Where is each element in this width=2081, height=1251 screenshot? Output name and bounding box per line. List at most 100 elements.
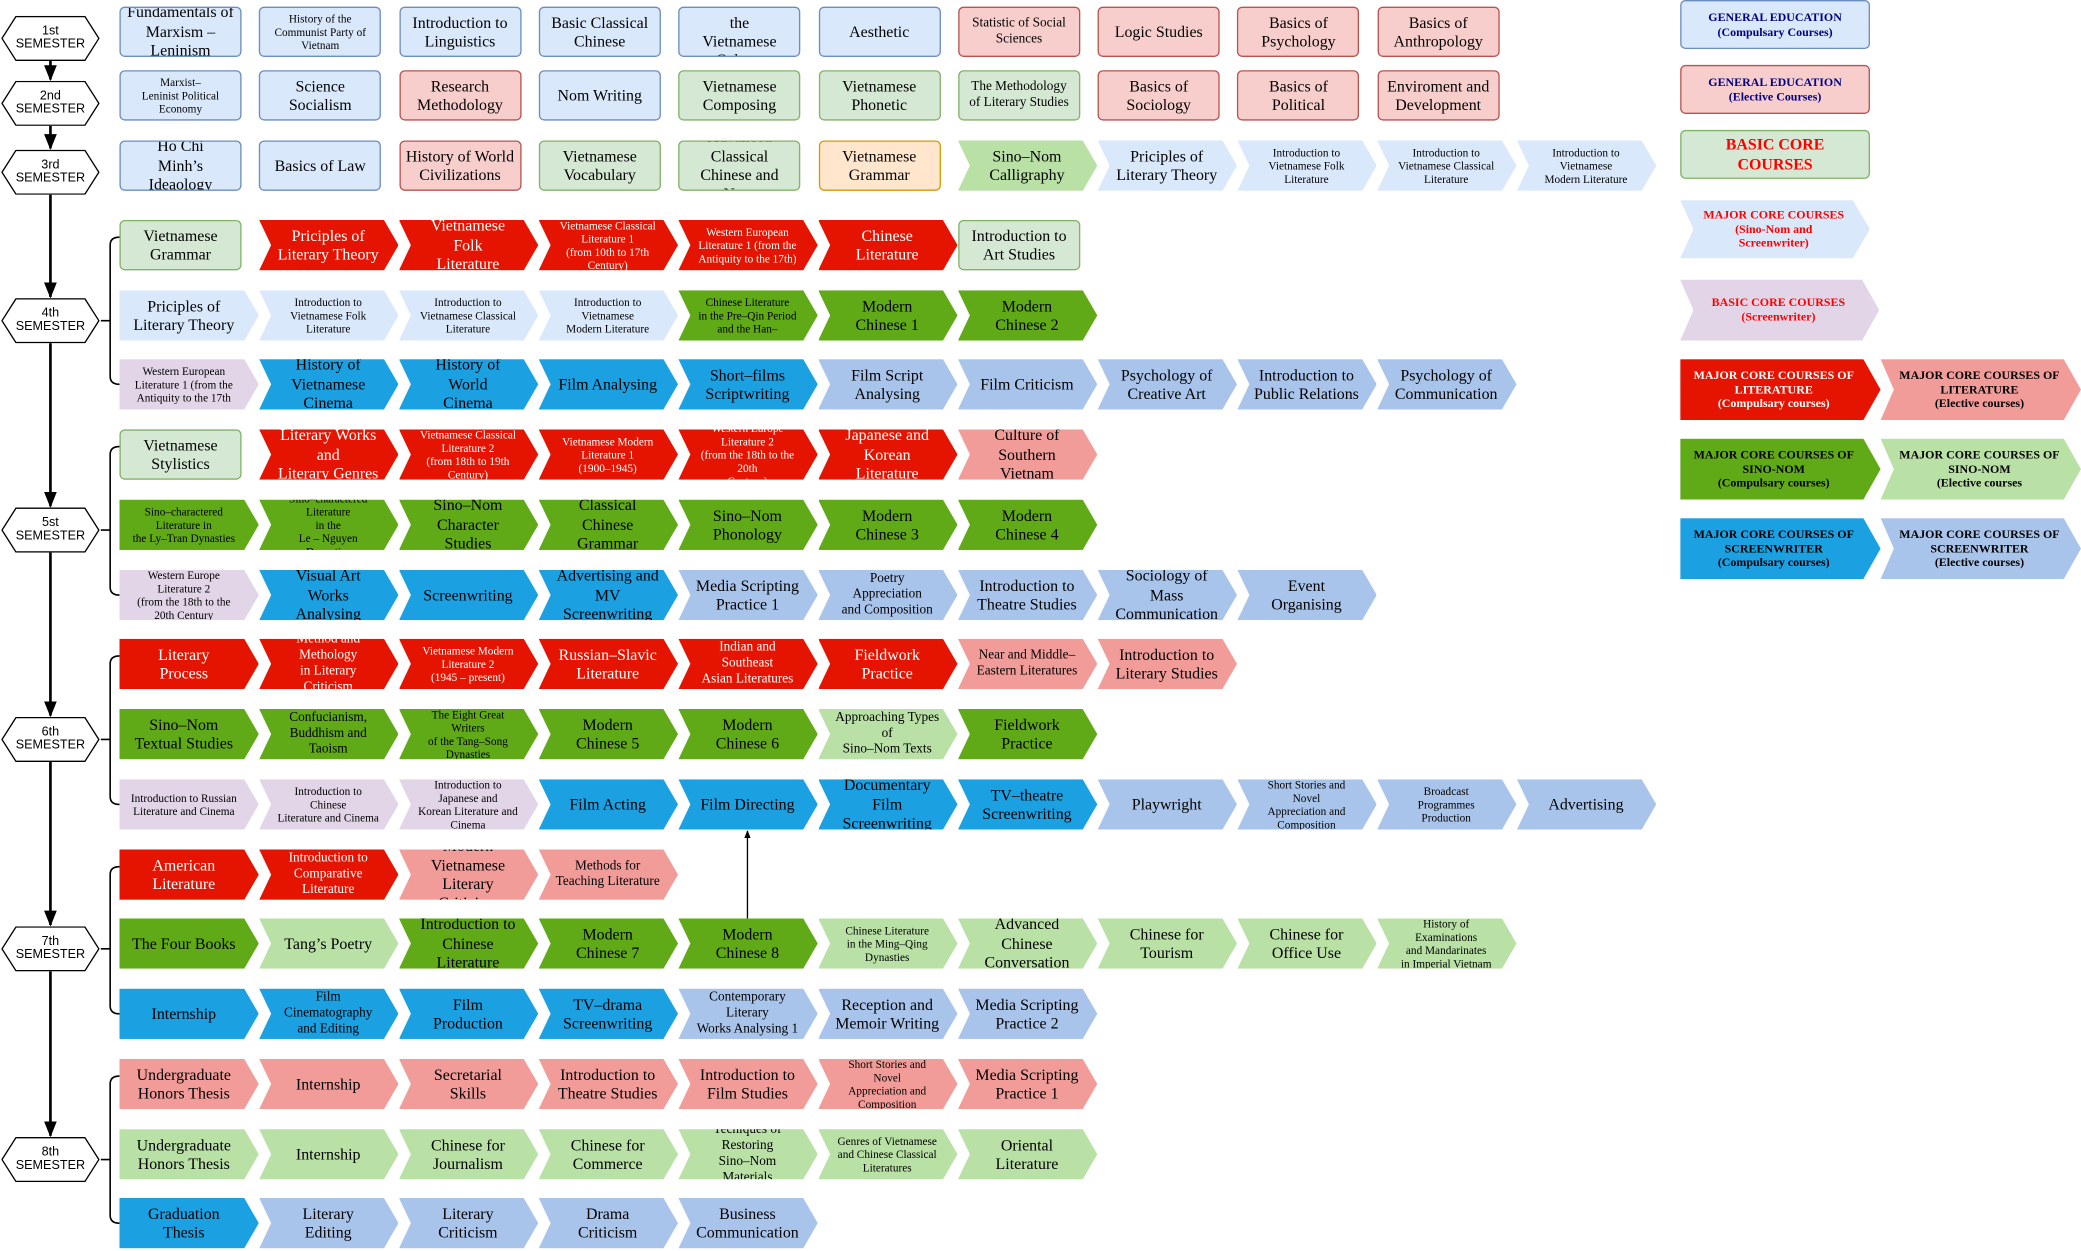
legend-item-major-sinonom-screen: MAJOR CORE COURSES (Sino-Nom and Screenw… bbox=[1680, 200, 1870, 258]
course-contemporary-literary-works-analysing-1: Contemporary Literary Works Analysing 1 bbox=[678, 989, 817, 1039]
course-media-scripting-practice-1: Media Scripting Practice 1 bbox=[958, 1059, 1097, 1109]
course-title: Chinese Literature in the Pre–Qin Period… bbox=[698, 295, 797, 336]
course-title: Tang’s Poetry bbox=[284, 934, 373, 953]
course-history-of-examinations-and-mandarinates: History of Examinations and Mandarinates… bbox=[1377, 918, 1516, 968]
course-title: Broadcast Programmes Production bbox=[1417, 784, 1475, 825]
course-title: Introduction to Japanese and Korean Lite… bbox=[418, 779, 518, 830]
course-psychology-of-creative-art: Psychology of Creative Art bbox=[1098, 359, 1237, 409]
course-title: Business Communication bbox=[696, 1204, 799, 1242]
semester-bracket bbox=[100, 445, 120, 596]
course-title: Western European Literature 1 (from the … bbox=[698, 224, 797, 266]
course-title: Fundamental of the Vietnamese Culture bbox=[689, 8, 789, 56]
course-title: Oriental Literature bbox=[995, 1135, 1059, 1173]
course-internship: Internship bbox=[259, 1129, 398, 1179]
course-literary-works-and-literary-genres: Literary Works and Literary Genres bbox=[259, 429, 398, 479]
course-title: Chinese for Tourism bbox=[1129, 924, 1204, 963]
course-introduction-to-vietnamese-classical-lit: Introduction to Vietnamese Classical Lit… bbox=[1377, 140, 1516, 190]
course-title: Classical Chinese Grammar bbox=[577, 499, 639, 550]
course-fundamentals-of-marxism-leninism: Fundamentals of Marxism –Leninism bbox=[119, 6, 242, 57]
course-chinese-literature-in-the-pre-qin-period: Chinese Literature in the Pre–Qin Period… bbox=[678, 290, 817, 340]
course-introduction-to-literary-studies: Introduction to Literary Studies bbox=[1098, 639, 1237, 689]
course-title: Documentary Film Screenwriting bbox=[842, 779, 932, 830]
course-approaching-types-of-sino-nom-texts: Approaching Types of Sino–Nom Texts bbox=[818, 709, 957, 759]
course-title: Fieldwork Practice bbox=[854, 644, 920, 683]
course-title: Priciples of Literary Theory bbox=[277, 226, 379, 264]
course-title: Internship bbox=[295, 1074, 361, 1094]
course-title: Enviroment and Development bbox=[1387, 76, 1490, 114]
course-media-scripting-practice-2: Media Scripting Practice 2 bbox=[958, 989, 1097, 1039]
course-introduction-to-vietnamese-folk-literatu: Introduction to Vietnamese Folk Literatu… bbox=[1237, 140, 1376, 190]
course-introduction-to-theatre-studies: Introduction to Theatre Studies bbox=[539, 1059, 678, 1109]
course-research-methodology: Research Methodology bbox=[398, 70, 522, 121]
course-title: Vietnamese Classical Literature 1 (from … bbox=[559, 219, 656, 271]
course-film-cinematography-and-editing: Film Cinematography and Editing bbox=[259, 989, 398, 1039]
legend-item-gen-compulsory: GENERAL EDUCATION (Compulsary Courses) bbox=[1680, 0, 1870, 50]
course-priciples-of-literary-theory: Priciples of Literary Theory bbox=[259, 220, 398, 270]
course-documentary-film-screenwriting: Documentary Film Screenwriting bbox=[818, 779, 957, 829]
course-title: Introduction to Theatre Studies bbox=[977, 575, 1077, 614]
legend-item-lit-compulsory: MAJOR CORE COURSES OF LITERATURE (Compul… bbox=[1680, 359, 1880, 420]
course-internship: Internship bbox=[259, 1059, 398, 1109]
course-event-organising: Event Organising bbox=[1237, 570, 1376, 620]
course-culture-of-southern-vietnam: Culture of Southern Vietnam bbox=[958, 429, 1097, 479]
course-title: Visual Art Works Analysing bbox=[295, 569, 361, 621]
course-undergraduate-honors-thesis: Undergraduate Honors Thesis bbox=[119, 1059, 258, 1109]
legend-label: BASIC CORE COURSES bbox=[1725, 135, 1825, 173]
course-undergraduate-honors-thesis: Undergraduate Honors Thesis bbox=[119, 1129, 258, 1179]
course-title: Sino–charactered Literature in the Le – … bbox=[298, 504, 358, 545]
course-vietnamese-phonetic: Vietnamese Phonetic bbox=[818, 70, 941, 121]
course-vietnamese-grammar: Vietnamese Grammar bbox=[818, 140, 941, 191]
course-chinese-literature-in-the-ming-qing-dyna: Chinese Literature in the Ming–Qing Dyna… bbox=[818, 918, 957, 968]
course-drama-criticism: Drama Criticism bbox=[539, 1198, 678, 1248]
course-marxist-leninist-political-economy: Marxist– Leninist Political Economy bbox=[119, 70, 242, 121]
semester-7-label: 7th SEMESTER bbox=[1, 926, 100, 972]
legend-item-nom-elective: MAJOR CORE COURSES OF SINO-NOM (Elective… bbox=[1881, 439, 2081, 500]
legend-label: MAJOR CORE COURSES OF LITERATURE (Compul… bbox=[1693, 368, 1854, 411]
course-modern-chinese-4: Modern Chinese 4 bbox=[958, 500, 1097, 550]
course-basics-of-sociology: Basics of Sociology bbox=[1097, 70, 1220, 121]
course-chinese-literature: Chinese Literature bbox=[818, 220, 957, 270]
legend-label: MAJOR CORE COURSES OF SINO-NOM (Compulsa… bbox=[1693, 447, 1854, 490]
course-american-literature: American Literature bbox=[119, 849, 258, 899]
course-modern-vietnamese-literary-criticism: Modern Vietnamese Literary Criticism bbox=[399, 849, 538, 899]
course-title: Modern Chinese 3 bbox=[855, 505, 919, 544]
course-title: Basics of Psychology bbox=[1261, 12, 1336, 51]
course-title: Introduction to Chinese Literature bbox=[420, 918, 516, 969]
legend-label: MAJOR CORE COURSES OF SINO-NOM (Elective… bbox=[1899, 447, 2060, 490]
legend-item-basic-screen: BASIC CORE COURSES (Screenwriter) bbox=[1680, 280, 1879, 341]
course-sino-charactered-literature-in-the-ly-tr: Sino–charactered Literature in the Ly–Tr… bbox=[119, 500, 258, 550]
course-title: Psychology of Communication bbox=[1394, 365, 1498, 403]
course-western-europe-literature-2-from-the-18t: Western Europe Literature 2 (from the 18… bbox=[678, 429, 817, 479]
course-statistic-of-social-sciences: Statistic of Social Sciences bbox=[957, 6, 1081, 57]
course-vietnamese-stylistics: Vietnamese Stylistics bbox=[119, 429, 242, 480]
course-techiques-of-restoring-sino-nom-material: Techiques of Restoring Sino–Nom Material… bbox=[678, 1129, 817, 1179]
course-title: Introduction to Vietnamese Folk Literatu… bbox=[1268, 145, 1345, 186]
course-short-stories-and-novel-appreciation-and: Short Stories and Novel Appreciation and… bbox=[1237, 779, 1376, 829]
semester-label-text: 6th SEMESTER bbox=[15, 724, 86, 753]
course-genres-of-vietnamese-and-chinese-classic: Genres of Vietnamese and Chinese Classic… bbox=[818, 1129, 957, 1179]
course-title: Literary Works and Literary Genres bbox=[277, 429, 379, 480]
course-title: Introduction to Public Relations bbox=[1254, 365, 1359, 403]
course-title: Film Acting bbox=[569, 794, 646, 814]
course-basic-classical-chinese: Basic Classical Chinese bbox=[538, 6, 661, 57]
course-title: Short Stories and Novel Appreciation and… bbox=[848, 1058, 927, 1110]
course-title: Vietnamese Phonetic bbox=[842, 76, 917, 114]
course-methods-for-teaching-literature: Methods for Teaching Literature bbox=[539, 849, 678, 899]
course-title: Vietnamese Grammar bbox=[842, 146, 917, 185]
course-title: Vietnamese Stylistics bbox=[143, 435, 218, 474]
course-title: Priciples of Literary Theory bbox=[1116, 146, 1218, 185]
course-title: History of the Communist Party of Vietna… bbox=[274, 11, 366, 52]
course-literary-editing: Literary Editing bbox=[259, 1198, 398, 1248]
course-title: Poetry Appreciation and Composition bbox=[841, 571, 933, 618]
course-sino-nom-textual-studies: Sino–Nom Textual Studies bbox=[119, 709, 258, 759]
course-modern-chinese-3: Modern Chinese 3 bbox=[818, 500, 957, 550]
course-internship: Internship bbox=[119, 989, 258, 1039]
course-title: Western Europe Literature 2 (from the 18… bbox=[700, 434, 795, 475]
course-title: Confucianism, Buddhism and Taoism bbox=[289, 710, 368, 757]
course-the-eight-great-writers-of-the-tang-song: The Eight Great Writers of the Tang–Song… bbox=[399, 709, 538, 759]
course-playwright: Playwright bbox=[1098, 779, 1237, 829]
course-advertising-and-mv-screenwriting: Advertising and MV Screenwriting bbox=[539, 570, 678, 620]
course-title: Sino–Nom Calligraphy bbox=[989, 146, 1065, 185]
course-russian-slavic-literature: Russian–Slavic Literature bbox=[539, 639, 678, 689]
